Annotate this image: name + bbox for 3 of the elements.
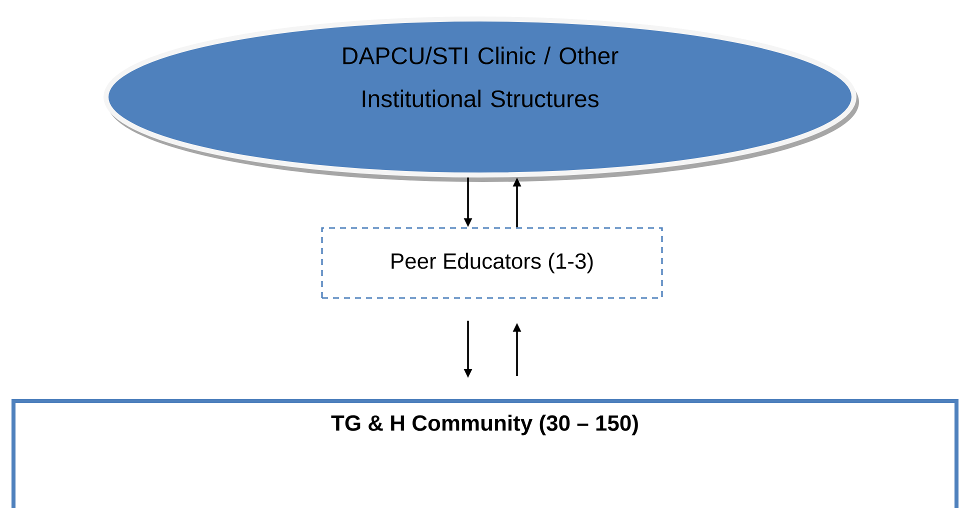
- ellipse-node: DAPCU/STI Clinic / Other Institutional Structures: [104, 16, 859, 182]
- dashed-box: Peer Educators (1-3): [321, 227, 663, 299]
- community-box: TG & H Community (30 – 150): [12, 399, 958, 508]
